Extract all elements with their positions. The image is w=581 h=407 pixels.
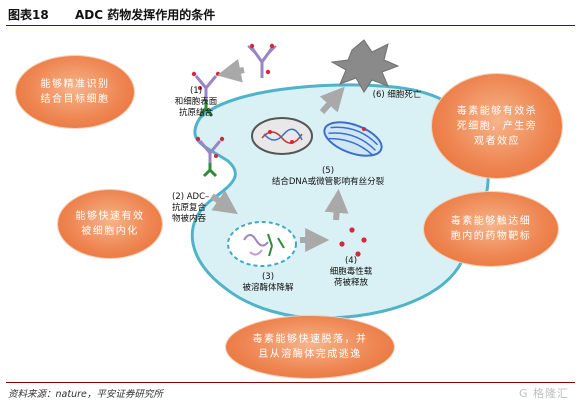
callout-internalize-line1: 能够快速有效 bbox=[75, 211, 145, 222]
step-5-number: (5) bbox=[321, 166, 335, 176]
payload-dot bbox=[290, 140, 294, 144]
callout-internalization: 能够快速有效 被细胞内化 bbox=[58, 190, 162, 258]
callout-kill-line1: 毒素能够有效杀 bbox=[456, 105, 538, 117]
microtubule-structure bbox=[323, 121, 383, 157]
callout-target-binding: 能够精准识别 结合目标细胞 bbox=[16, 56, 134, 128]
adc-antibody-free bbox=[247, 43, 277, 78]
callout-internalize-line2: 被细胞内化 bbox=[81, 226, 139, 237]
step-1-line2: 抗原结合 bbox=[178, 108, 213, 118]
callout-reach-line1: 毒素能够触达细 bbox=[450, 216, 532, 227]
payload-dot bbox=[361, 237, 367, 243]
payload-dot bbox=[268, 130, 272, 134]
lysosome bbox=[227, 221, 297, 267]
diagram-canvas: (1) 和细胞表面 抗原结合 (2) ADC– 抗原复合 物被内吞 (3) 被溶… bbox=[0, 26, 581, 380]
step-4-number: (4) bbox=[344, 256, 358, 266]
step-1-line1: 和细胞表面 bbox=[174, 97, 218, 107]
step-6-label: (6) 细胞死亡 bbox=[364, 90, 430, 101]
arrow-approach bbox=[216, 58, 245, 83]
step-3-label: (3) 被溶酶体降解 bbox=[226, 272, 310, 294]
step-2-line2: 抗原复合 bbox=[172, 203, 207, 213]
adc-internalizing bbox=[195, 136, 225, 178]
step-4-line2: 荷被释放 bbox=[333, 278, 368, 288]
step-6-line1: (6) 细胞死亡 bbox=[372, 90, 422, 100]
dead-cell-shape bbox=[330, 39, 400, 93]
callout-target-line2: 结合目标细胞 bbox=[40, 94, 110, 105]
figure-title: ADC 药物发挥作用的条件 bbox=[75, 8, 216, 22]
step-3-line1: 被溶酶体降解 bbox=[242, 283, 294, 293]
callout-release-line2: 且从溶酶体完成逃逸 bbox=[258, 349, 362, 360]
step-5-label: (5) 结合DNA或微管影响有丝分裂 bbox=[248, 166, 408, 188]
payload-dot bbox=[339, 241, 345, 247]
arrow-death bbox=[319, 86, 345, 115]
dna-strand bbox=[261, 131, 303, 144]
arrow-internalize bbox=[210, 190, 238, 215]
step-2-line3: 物被内吞 bbox=[172, 214, 207, 224]
mechanism-diagram bbox=[190, 39, 490, 320]
callout-kill-line3: 观者效应 bbox=[474, 135, 520, 147]
step-2-line1: (2) ADC– bbox=[172, 192, 210, 202]
callout-payload-release: 毒素能够快速脱落，并 且从溶酶体完成逃逸 bbox=[226, 316, 394, 378]
degraded-antibody bbox=[243, 234, 269, 247]
step-1-label: (1) 和细胞表面 抗原结合 bbox=[166, 86, 226, 119]
step-5-line1: 结合DNA或微管影响有丝分裂 bbox=[271, 177, 385, 187]
payload-dot bbox=[349, 227, 355, 233]
figure-header: 图表18 ADC 药物发挥作用的条件 bbox=[6, 3, 575, 26]
step-3-number: (3) bbox=[261, 272, 275, 282]
degraded-antigen bbox=[267, 233, 273, 257]
adc-bound-antigen bbox=[191, 71, 221, 117]
step-4-line1: 细胞毒性载 bbox=[329, 267, 373, 277]
degraded-antibody bbox=[249, 249, 263, 256]
callout-reach-line2: 胞内的药物靶标 bbox=[450, 231, 532, 242]
payload-dot bbox=[362, 127, 366, 131]
figure-number: 图表18 bbox=[8, 8, 49, 22]
figure-footer: 资料来源：nature，平安证券研究所 G 格隆汇 bbox=[6, 382, 575, 405]
arrow-target bbox=[324, 188, 349, 221]
callout-kill-line2: 死细胞，产生旁 bbox=[456, 120, 538, 132]
source-note: 资料来源：nature，平安证券研究所 bbox=[8, 389, 163, 400]
callout-target-reach: 毒素能够触达细 胞内的药物靶标 bbox=[424, 192, 558, 266]
payload-dot bbox=[355, 251, 361, 257]
callout-target-line1: 能够精准识别 bbox=[40, 79, 110, 90]
dna-strand-2 bbox=[263, 128, 303, 141]
callout-cell-killing: 毒素能够有效杀 死细胞，产生旁 观者效应 bbox=[432, 74, 562, 178]
degraded-antigen bbox=[277, 237, 285, 249]
callout-release-line1: 毒素能够快速脱落，并 bbox=[252, 334, 368, 345]
step-2-label: (2) ADC– 抗原复合 物被内吞 bbox=[172, 192, 236, 225]
step-1-number: (1) bbox=[189, 86, 203, 96]
step-4-label: (4) 细胞毒性载 荷被释放 bbox=[320, 256, 382, 289]
watermark-logo: G 格隆汇 bbox=[518, 387, 569, 400]
